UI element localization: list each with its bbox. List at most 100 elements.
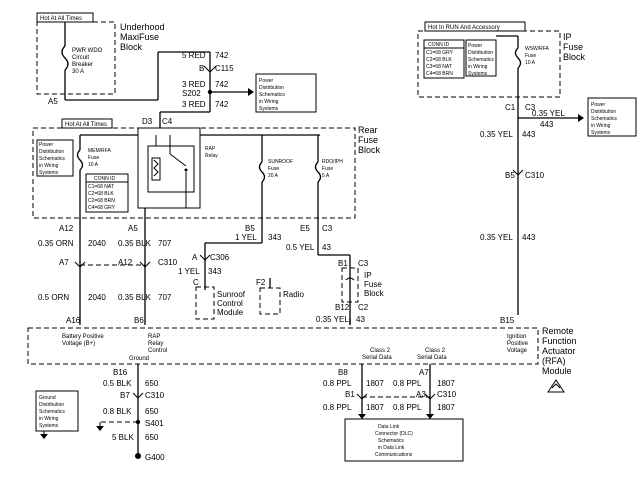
pin-a3-data: A3 [416,390,426,399]
connector-c310-ground-icon [132,392,144,399]
dlc-1: Data Link [378,424,400,430]
pin-a7-data: A7 [419,368,429,377]
rear-pd-1: Power [39,142,54,148]
esd-warning-icon [547,379,565,393]
ip-fuse-icon [345,277,355,281]
rfa-label-1: Remote [542,326,574,336]
wire-1807-c: 1807 [366,403,384,412]
sunroof-fuse-icon [258,161,266,183]
pin-b5-ip: B5 [505,171,515,180]
underhood-label-3: Block [120,42,143,52]
rap-ctrl-3: Control [148,348,167,354]
arrow-down-icon [96,426,104,431]
ip-fuse-block-top: Hot In RUN And Accessory IP Fuse Block C… [417,21,637,325]
circuit-breaker-icon [61,45,69,71]
rap-relay-box [147,145,195,193]
wire-2040-a: 2040 [88,239,106,248]
rap-relay-2: Relay [205,153,218,159]
ip-conn-id-4: C4=68 BRN [426,71,453,77]
ip-conn-id-3: C3=68 NAT [426,64,452,70]
gd-5: Systems [39,423,59,429]
gd-4: in Wiring [39,416,59,422]
ip-pd-5: Systems [468,71,488,77]
pin-c3-ip: C3 [525,103,536,112]
conn-c306: C306 [210,253,230,262]
rear-conn-id-title: CONN ID [94,176,116,182]
pin-b1-data: B1 [345,390,355,399]
ip-pd-1: Power [468,43,483,49]
mem-rfa-label: MEM/RFA [88,148,111,154]
wire-650-b: 650 [145,407,159,416]
pd-label-3: Schematics [259,92,285,98]
breaker-label-2: Circuit [72,55,89,61]
ip-pd-3: Schematics [468,57,494,63]
wire-05orn: 0.5 ORN [38,293,69,302]
pin-d3: D3 [142,117,153,126]
ip-conn-id-2: C2=68 BLK [426,57,452,63]
dlc-2: Connector (DLC) [375,431,413,437]
wire-08ppl-c: 0.8 PPL [323,403,352,412]
breaker-label-4: 30 A [72,69,84,75]
rdo-fuse-2: Fuse [322,166,333,172]
rfa-label-5: Module [542,366,572,376]
wire-742-top: 742 [215,51,229,60]
rap-relay-1: RAP [205,146,216,152]
wire-08ppl-d: 0.8 PPL [393,403,422,412]
pin-c4: C4 [162,117,173,126]
pd-label-1: Power [259,78,274,84]
class2-b-2: Serial Data [417,355,447,361]
sunroof-fuse-3: 20 A [268,173,279,179]
ip-pd-4: in Wiring [468,64,488,70]
hot-at-all-times-rear: Hot At All Times [65,122,107,128]
wire-05blk: 0.5 BLK [103,379,132,388]
pin-c3-ipfb: C3 [358,259,369,268]
ip-label-2: Fuse [563,42,583,52]
pin-e5-rear: E5 [300,224,310,233]
ip-pd-right-4: in Wiring [591,123,611,129]
wire-707-a: 707 [158,239,172,248]
wire-035yel-down: 0.35 YEL [480,130,513,139]
ground-label: Ground [129,356,149,362]
ground-g400-icon [135,453,141,459]
wire-08ppl-b: 0.8 PPL [393,379,422,388]
wsw-fuse-3: 10 A [525,60,536,66]
wire-43-a: 43 [322,243,331,252]
wire-5blk: 5 BLK [112,433,134,442]
wire-650-c: 650 [145,433,159,442]
rear-pd-4: in Wiring [39,163,59,169]
ip-pd-right-3: Schematics [591,116,617,122]
hot-in-run-label: Hot In RUN And Accessory [428,25,500,31]
wire-035orn: 0.35 ORN [38,239,74,248]
wire-2040-b: 2040 [88,293,106,302]
wire-035blk: 0.35 BLK [118,239,152,248]
rear-fuse-label-2: Fuse [358,135,378,145]
mem-rfa-fuse: Fuse [88,155,99,161]
mem-rfa-10a: 10 A [88,162,99,168]
wsw-fuse-1: WSW/RFA [525,46,550,52]
wire-1807-b: 1807 [437,379,455,388]
pin-a12-c310: A12 [118,258,133,267]
gd-3: Schematics [39,409,65,415]
wire-43-b: 43 [356,315,365,324]
splice-s202: S202 [182,89,201,98]
pd-label-4: in Wiring [259,99,279,105]
wsw-fuse-2: Fuse [525,53,536,59]
rdo-iph-fuse-icon [314,161,322,183]
ip-pd-right-2: Distribution [591,109,616,115]
sunroof-radio-branch: 1 YEL 343 A C306 1 YEL 343 C Sunroof Con… [178,225,385,325]
ground-g400: G400 [145,453,165,462]
wire-443-right: 443 [540,120,554,129]
class2-a-2: Serial Data [362,355,392,361]
arrow-right-icon-ip [578,114,584,122]
rear-pd-3: Schematics [39,156,65,162]
mem-rfa-fuse-icon [76,149,84,171]
conn-c310-ground: C310 [145,391,165,400]
hot-at-all-times-label: Hot At All Times [40,16,82,22]
connector-c115-icon [203,65,217,73]
pin-b16: B16 [113,368,128,377]
class2-b-1: Class 2 [425,348,446,354]
pin-a12-rear: A12 [59,224,74,233]
pin-a-c306: A [192,253,198,262]
pin-b15: B15 [500,316,515,325]
connector-c306-icon [199,254,211,261]
